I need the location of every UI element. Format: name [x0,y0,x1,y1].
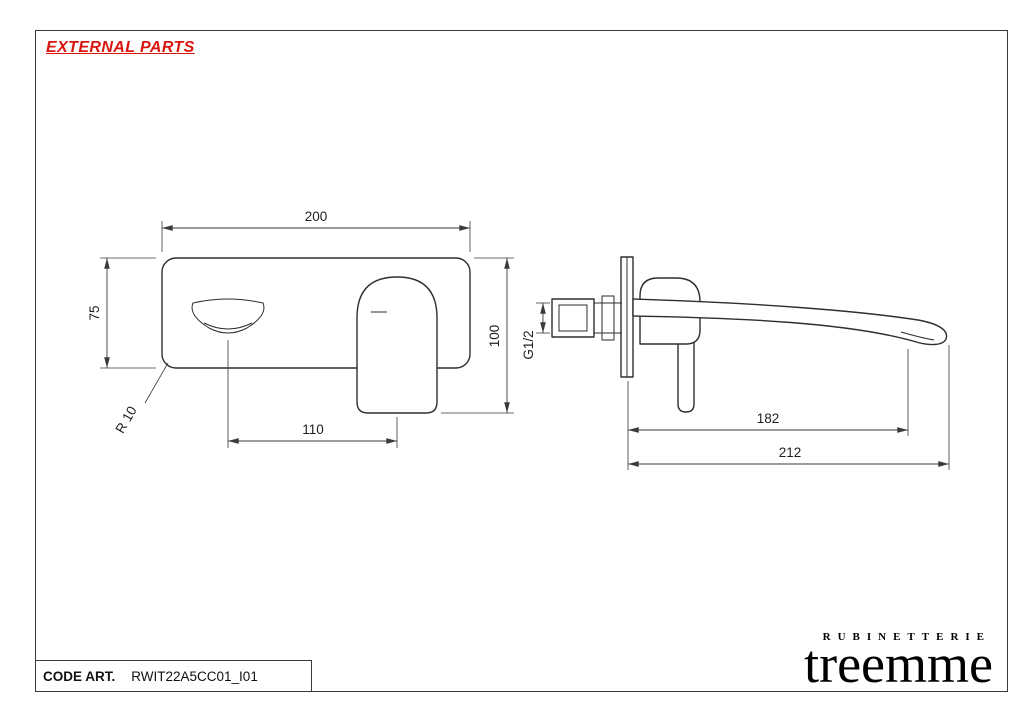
code-art-box: CODE ART. RWIT22A5CC01_I01 [35,660,312,692]
drawing-title: EXTERNAL PARTS [46,39,195,56]
drawing-sheet-border: EXTERNAL PARTS CODE ART. RWIT22A5CC01_I0… [35,30,1008,692]
code-art-label: CODE ART. [43,668,116,684]
brand-logo-name: treemme [804,633,993,694]
code-art-value: RWIT22A5CC01_I01 [131,668,258,684]
brand-logo: RUBINETTERIE treemme [804,630,993,694]
brand-logo-subtitle: RUBINETTERIE [822,630,991,643]
